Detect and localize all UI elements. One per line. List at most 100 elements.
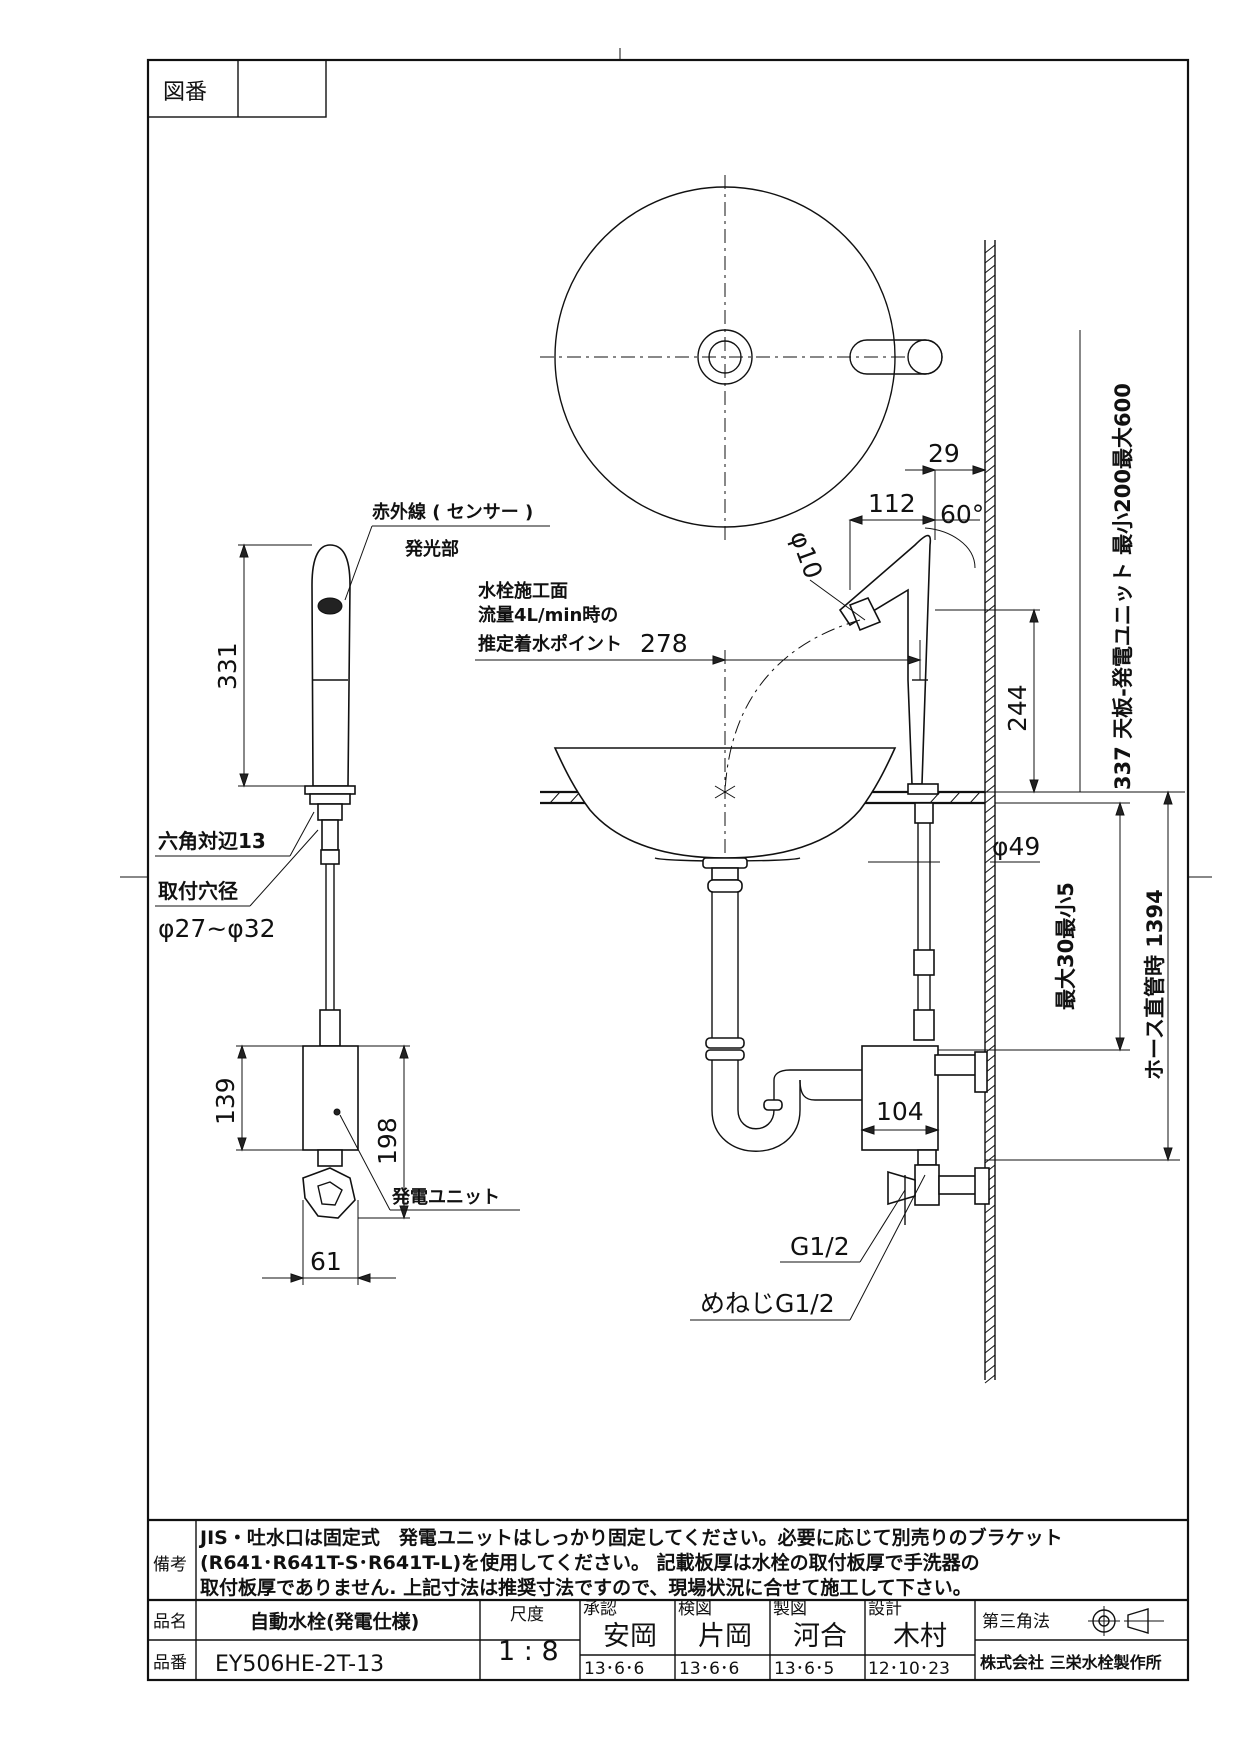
wall-hatch-line xyxy=(984,304,996,314)
dim-198: 198 xyxy=(373,1117,402,1165)
wall-hatch-line xyxy=(984,1354,996,1364)
check-name: 片岡 xyxy=(698,1621,752,1652)
wall-hatch-line xyxy=(984,324,996,334)
wall-hatch-line xyxy=(984,774,996,784)
approve-label: 承認 xyxy=(583,1599,617,1619)
wall-hatch-line xyxy=(984,254,996,264)
wall-hatch-line xyxy=(984,884,996,894)
wall-hatch-line xyxy=(984,1204,996,1214)
wall-hatch-line xyxy=(984,354,996,364)
wall-hatch-line xyxy=(984,524,996,534)
wall-hatch-line xyxy=(984,794,996,804)
remarks-line-3: 取付板厚でありません. 上記寸法は推奨寸法ですので、現場状況に合せて施工して下さ… xyxy=(200,1576,972,1599)
wall-hatch-line xyxy=(984,1314,996,1324)
wall-hatch-line xyxy=(984,1224,996,1234)
label-flow-rate: 流量4L/min時の xyxy=(478,604,618,626)
wall-hatch-line xyxy=(984,864,996,874)
wall-hatch-line xyxy=(984,1234,996,1244)
wall-hatch-line xyxy=(984,1124,996,1134)
dim-244: 244 xyxy=(1003,684,1032,732)
check-label: 検図 xyxy=(678,1599,712,1619)
wall-hatch-line xyxy=(984,534,996,544)
wall-hatch-line xyxy=(984,1324,996,1334)
wall-hatch-line xyxy=(984,334,996,344)
wall-hatch-line xyxy=(984,394,996,404)
label-female-g-half: めねじG1/2 xyxy=(700,1289,835,1318)
wall-hatch-line xyxy=(984,804,996,814)
drawing-number-box: 図番 xyxy=(147,59,327,118)
wall-hatch-line xyxy=(984,914,996,924)
drawing-frame xyxy=(146,58,1190,1682)
wall-hatch-line xyxy=(984,284,996,294)
remarks-line-1: JIS・吐水口は固定式 発電ユニットはしっかり固定してください。必要に応じて別売… xyxy=(198,1526,1063,1549)
design-name: 木村 xyxy=(893,1621,947,1652)
wall-hatch-line xyxy=(984,494,996,504)
remarks-block: 備考 JIS・吐水口は固定式 発電ユニットはしっかり固定してください。必要に応じ… xyxy=(148,1518,1188,1680)
draft-name: 河合 xyxy=(793,1621,847,1652)
wall-hatch-line xyxy=(984,424,996,434)
wall-hatch-line xyxy=(984,1304,996,1314)
wall-hatch-line xyxy=(984,964,996,974)
wall-hatch-line xyxy=(984,1284,996,1294)
wall-hatch-line xyxy=(984,564,996,574)
basin-top-view xyxy=(540,175,943,540)
wall-hatch-line xyxy=(984,274,996,284)
wall-hatch-line xyxy=(984,924,996,934)
wall-hatch-line xyxy=(984,724,996,734)
wall-hatch-line xyxy=(984,1094,996,1104)
wall-hatch-line xyxy=(984,404,996,414)
name-value: 自動水栓(発電仕様) xyxy=(250,1610,419,1633)
wall-hatch-line xyxy=(984,694,996,704)
wall-hatch-line xyxy=(984,1214,996,1224)
dim-112: 112 xyxy=(868,489,916,518)
wall-hatch-line xyxy=(984,1134,996,1144)
wall-hatch-line xyxy=(984,464,996,474)
remarks-label: 備考 xyxy=(153,1555,187,1575)
design-label: 設計 xyxy=(868,1599,902,1619)
label-hole: 取付穴径 xyxy=(158,879,238,903)
dim-278: 278 xyxy=(640,629,688,658)
wall-hatch xyxy=(984,244,996,1384)
wall-hatch-line xyxy=(984,874,996,884)
draft-date: 13･6･5 xyxy=(774,1659,834,1679)
wall-hatch-line xyxy=(984,1114,996,1124)
wall-hatch-line xyxy=(984,1154,996,1164)
wall-hatch-line xyxy=(984,1364,996,1374)
wall-hatch-line xyxy=(984,934,996,944)
dim-104: 104 xyxy=(876,1097,924,1126)
wall-hatch-line xyxy=(984,734,996,744)
wall-hatch-line xyxy=(984,904,996,914)
wall-hatch-line xyxy=(984,1024,996,1034)
wall-hatch-line xyxy=(984,854,996,864)
wall-hatch-line xyxy=(984,314,996,324)
wall-hatch-line xyxy=(984,434,996,444)
wall-hatch-line xyxy=(984,384,996,394)
wall-hatch-line xyxy=(984,1034,996,1044)
title-block: 品名 自動水栓(発電仕様) 品番 EY506HE-2T-13 尺度 1 : 8 … xyxy=(148,1598,1188,1680)
wall-hatch-line xyxy=(984,944,996,954)
wall-hatch-line xyxy=(984,744,996,754)
wall-hatch-line xyxy=(984,504,996,514)
wall-hatch-line xyxy=(984,664,996,674)
left-dimensions: 331 139 198 61 xyxy=(211,543,410,1285)
wall-hatch-line xyxy=(984,1144,996,1154)
company-name: 株式会社 三栄水栓製作所 xyxy=(980,1653,1162,1672)
wall-hatch-line xyxy=(984,574,996,584)
dim-phi49: φ49 xyxy=(992,832,1040,861)
draft-label: 製図 xyxy=(773,1599,807,1619)
label-hex: 六角対辺13 xyxy=(158,829,266,853)
approve-date: 13･6･6 xyxy=(584,1659,644,1679)
wall-hatch-line xyxy=(984,474,996,484)
dim-29: 29 xyxy=(928,439,960,468)
wall-hatch-line xyxy=(984,444,996,454)
wall-hatch-line xyxy=(984,974,996,984)
wall-hatch-line xyxy=(984,374,996,384)
wall-hatch-line xyxy=(984,594,996,604)
wall-hatch-line xyxy=(984,584,996,594)
wall-hatch-line xyxy=(984,654,996,664)
dim-331: 331 xyxy=(213,642,242,690)
wall-hatch-line xyxy=(984,1104,996,1114)
wall-hatch-line xyxy=(984,894,996,904)
wall-hatch-line xyxy=(984,754,996,764)
wall-hatch-line xyxy=(984,1264,996,1274)
